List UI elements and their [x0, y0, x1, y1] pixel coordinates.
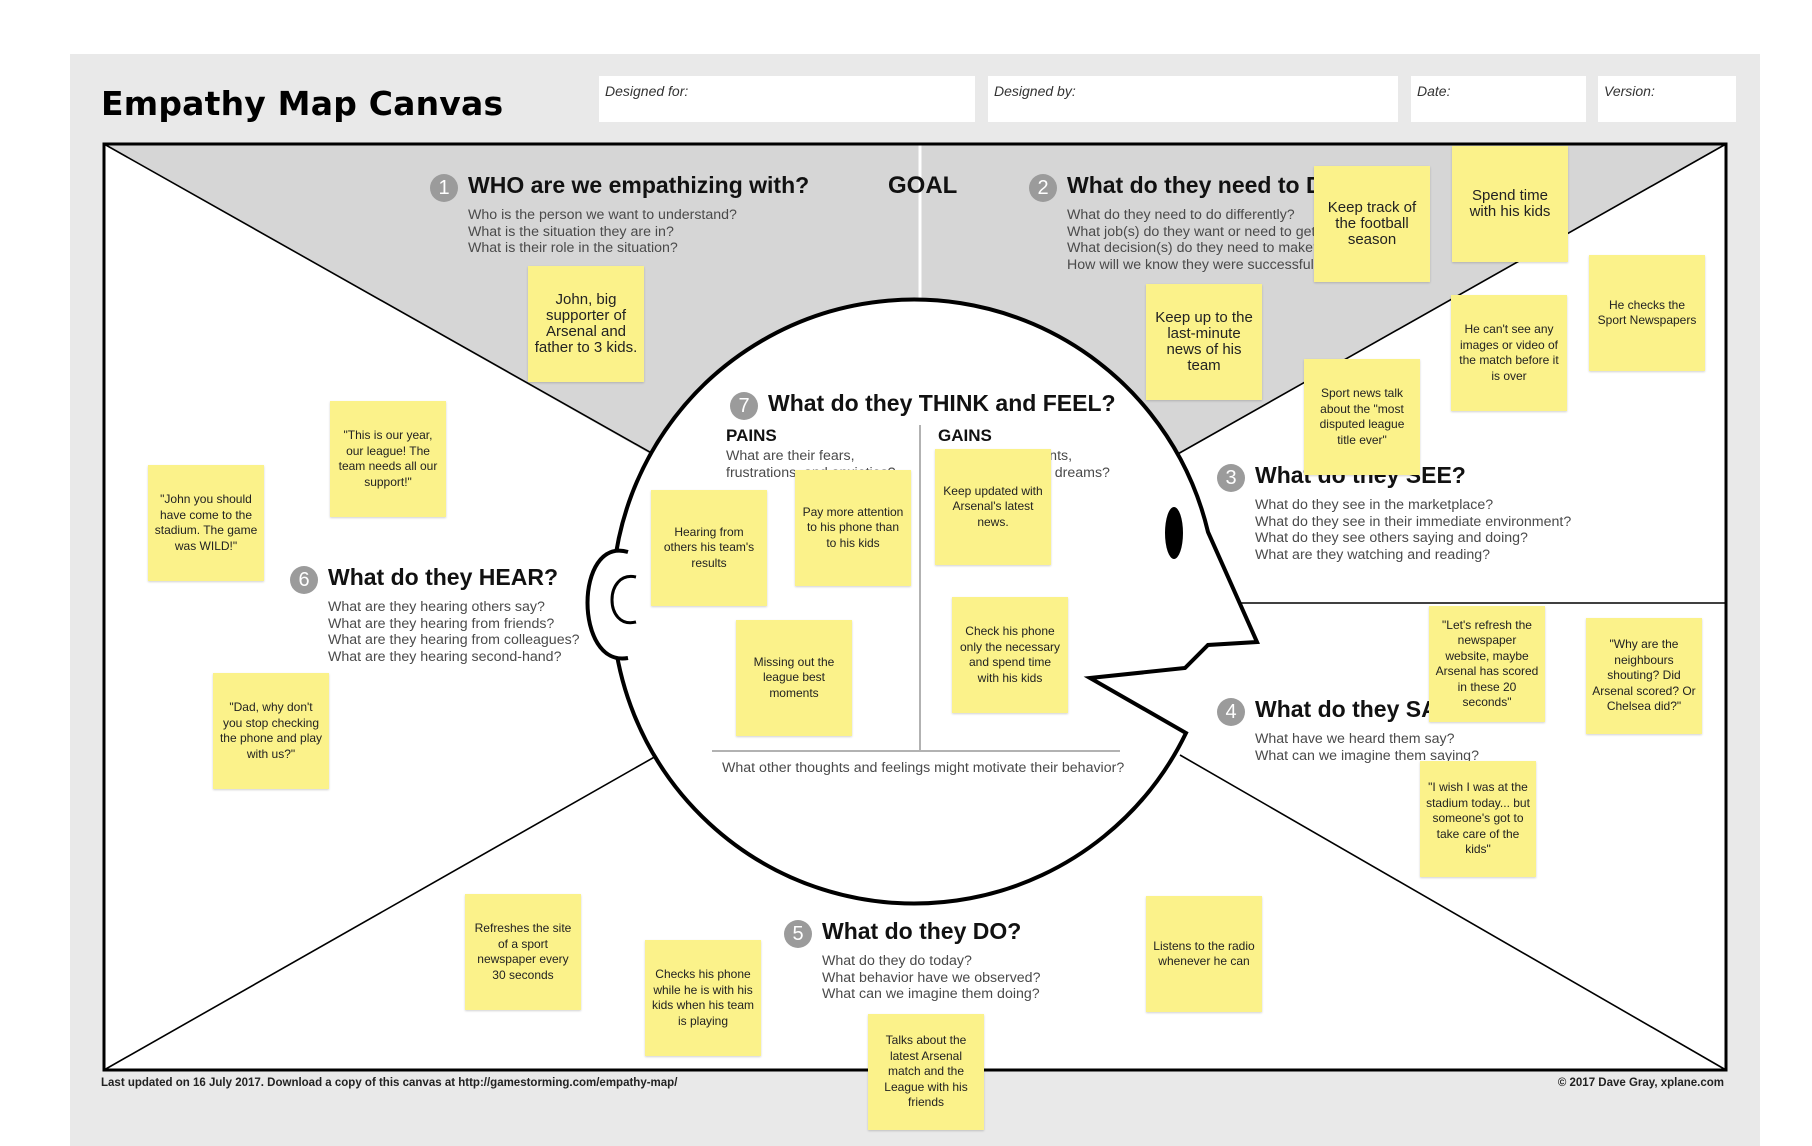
designed-for-field[interactable]: Designed for: — [599, 76, 975, 122]
question: What do they need to do differently? — [1067, 207, 1295, 223]
question: What do they see in their immediate envi… — [1255, 513, 1572, 530]
version-field[interactable]: Version: — [1598, 76, 1736, 122]
question: How will we know they were successful? — [1067, 256, 1322, 273]
section-number-badge: 7 — [730, 392, 758, 420]
section-number-badge: 4 — [1217, 698, 1245, 726]
sticky-note[interactable]: Keep up to the last-minute news of his t… — [1146, 284, 1262, 400]
footer-last-updated: Last updated on 16 July 2017. Download a… — [101, 1077, 678, 1089]
sticky-note[interactable]: Spend time with his kids — [1452, 146, 1568, 262]
sticky-note[interactable]: "John you should have come to the stadiu… — [148, 465, 264, 581]
sticky-note[interactable]: Check his phone only the necessary and s… — [952, 597, 1068, 713]
sticky-note[interactable]: He checks the Sport Newspapers — [1589, 255, 1705, 371]
question: What can we imagine them saying? — [1255, 747, 1479, 764]
page-title: Empathy Map Canvas — [101, 84, 504, 123]
goal-label: GOAL — [888, 172, 958, 199]
question: What do they do today? — [822, 953, 972, 969]
pains-title: PAINS — [726, 426, 777, 445]
sticky-note[interactable]: "Why are the neighbours shouting? Did Ar… — [1586, 618, 1702, 734]
question: What job(s) do they want or need to get … — [1067, 223, 1359, 240]
section-title: What do they HEAR? — [328, 564, 558, 590]
sticky-note[interactable]: Refreshes the site of a sport newspaper … — [465, 894, 581, 1010]
question: What are they hearing from colleagues? — [328, 632, 580, 648]
designed-by-field[interactable]: Designed by: — [988, 76, 1398, 122]
section-number-badge: 6 — [290, 566, 318, 594]
question: What is their role in the situation? — [468, 240, 678, 256]
question: What are they hearing second-hand? — [328, 648, 562, 665]
date-field[interactable]: Date: — [1411, 76, 1586, 122]
question: What are they hearing others say? — [328, 599, 545, 615]
sticky-note[interactable]: He can't see any images or video of the … — [1451, 295, 1567, 411]
section-number-badge: 1 — [430, 174, 458, 202]
question: What do they see in the marketplace? — [1255, 497, 1494, 513]
sticky-note[interactable]: "Let's refresh the newspaper website, ma… — [1429, 606, 1545, 722]
footer-copyright: © 2017 Dave Gray, xplane.com — [1557, 1077, 1724, 1089]
section-title: What do they need to DO? — [1067, 172, 1355, 198]
sticky-note[interactable]: Talks about the latest Arsenal match and… — [868, 1014, 984, 1130]
sticky-note[interactable]: John, big supporter of Arsenal and fathe… — [528, 266, 644, 382]
section-number-badge: 5 — [784, 920, 812, 948]
question: What can we imagine them doing? — [822, 986, 1040, 1002]
sticky-note[interactable]: Checks his phone while he is with his ki… — [645, 940, 761, 1056]
sticky-note[interactable]: Sport news talk about the "most disputed… — [1304, 359, 1420, 475]
ear-outer — [585, 548, 629, 661]
ear-inner — [610, 575, 637, 625]
sticky-note[interactable]: Missing out the league best moments — [736, 620, 852, 736]
eye — [1165, 507, 1183, 559]
question: What are their fears, — [726, 448, 855, 464]
motivate-text: What other thoughts and feelings might m… — [722, 760, 1125, 776]
diag-top-left — [103, 143, 656, 456]
section-title: WHO are we empathizing with? — [468, 172, 810, 198]
sticky-note[interactable]: "This is our year, our league! The team … — [330, 401, 446, 517]
question: What is the situation they are in? — [468, 223, 674, 240]
question: What do they see others saying and doing… — [1255, 530, 1528, 546]
gains-title: GAINS — [938, 426, 992, 445]
question: What are they hearing from friends? — [328, 615, 555, 632]
sticky-note[interactable]: Pay more attention to his phone than to … — [795, 470, 911, 586]
question: Who is the person we want to understand? — [468, 207, 737, 223]
sticky-note[interactable]: Keep track of the football season — [1314, 166, 1430, 282]
sticky-note[interactable]: "Dad, why don't you stop checking the ph… — [213, 673, 329, 789]
section-title: What do they DO? — [822, 918, 1022, 944]
diag-bottom-right — [1179, 754, 1727, 1071]
sticky-note[interactable]: Keep updated with Arsenal's latest news. — [935, 449, 1051, 565]
question: What have we heard them say? — [1255, 731, 1455, 747]
diag-bottom-left — [103, 754, 659, 1071]
question: What behavior have we observed? — [822, 969, 1041, 986]
section-number-badge: 2 — [1029, 174, 1057, 202]
question: What decision(s) do they need to make? — [1067, 240, 1321, 256]
sticky-note[interactable]: Listens to the radio whenever he can — [1146, 896, 1262, 1012]
sticky-note[interactable]: "I wish I was at the stadium today... bu… — [1420, 761, 1536, 877]
question: What are they watching and reading? — [1255, 546, 1491, 563]
section-title: What do they THINK and FEEL? — [768, 390, 1116, 416]
section-number-badge: 3 — [1217, 464, 1245, 492]
sticky-note[interactable]: Hearing from others his team's results — [651, 490, 767, 606]
